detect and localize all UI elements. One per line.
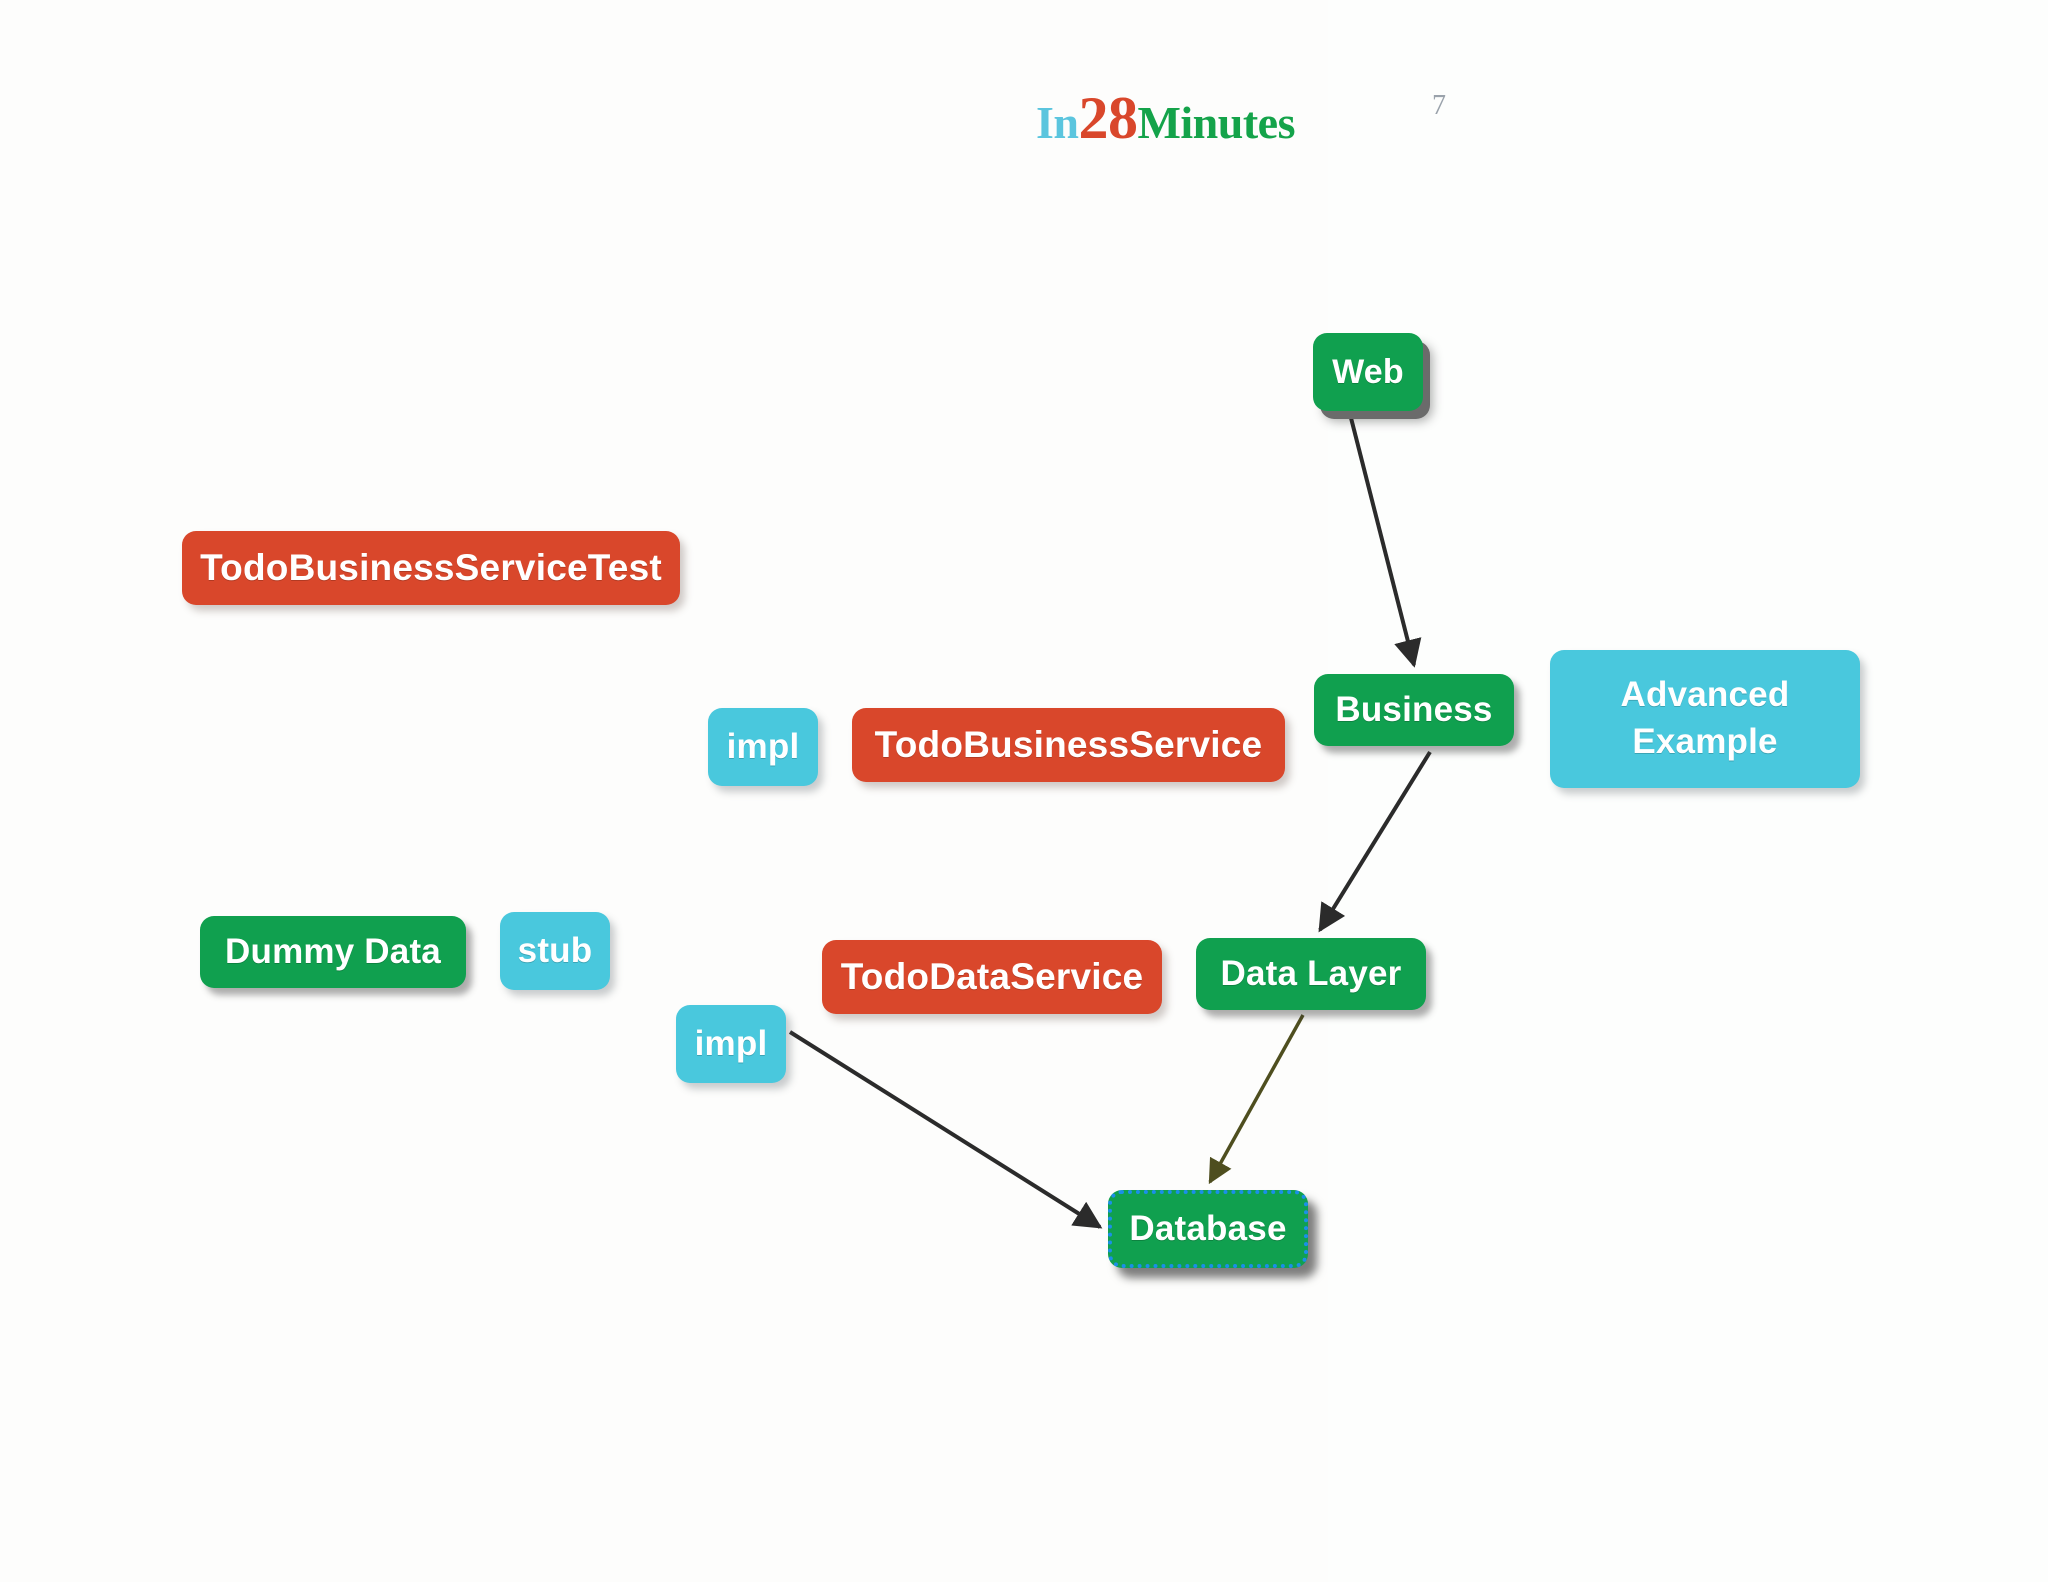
edge-impl-to-database [788,1030,1103,1229]
node-dummy-data[interactable]: Dummy Data [200,916,466,988]
paper-background-right [1328,0,2048,1582]
node-database[interactable]: Database [1108,1190,1308,1268]
page-number: 7 [1432,90,1446,121]
node-impl-business-label: impl [726,727,800,766]
node-stub[interactable]: stub [500,912,610,990]
node-impl-data[interactable]: impl [676,1005,786,1083]
node-web-label: Web [1332,352,1404,391]
in28minutes-logo: In28Minutes [1036,88,1295,148]
node-data-layer-label: Data Layer [1220,954,1402,993]
node-web[interactable]: Web [1313,333,1423,411]
node-impl-business[interactable]: impl [708,708,818,786]
node-impl-data-label: impl [694,1024,768,1063]
node-business-label: Business [1335,690,1493,729]
node-todo-data-service[interactable]: TodoDataService [822,940,1162,1014]
node-stub-label: stub [517,931,593,970]
node-todo-business-service[interactable]: TodoBusinessService [852,708,1285,782]
node-data-layer[interactable]: Data Layer [1196,938,1426,1010]
node-todo-business-service-test-label: TodoBusinessServiceTest [200,547,662,588]
edge-web-to-business [1348,413,1422,668]
node-dummy-data-label: Dummy Data [225,932,441,971]
node-business[interactable]: Business [1314,674,1514,746]
logo-segment-minutes: Minutes [1137,97,1295,148]
node-database-label: Database [1129,1209,1287,1248]
edge-business-to-data-layer [1318,750,1432,933]
node-advanced-example-label-line2: Example [1632,722,1778,761]
node-advanced-example[interactable]: Advanced Example [1550,650,1860,788]
edge-data-layer-to-database [1208,1014,1305,1185]
node-todo-business-service-test[interactable]: TodoBusinessServiceTest [182,531,680,605]
node-advanced-example-label-line1: Advanced [1620,675,1790,715]
logo-segment-in: In [1036,97,1079,148]
node-todo-data-service-label: TodoDataService [840,956,1144,997]
node-todo-business-service-label: TodoBusinessService [874,724,1263,765]
paper-background-left [0,0,1328,1582]
logo-segment-28: 28 [1078,85,1138,151]
